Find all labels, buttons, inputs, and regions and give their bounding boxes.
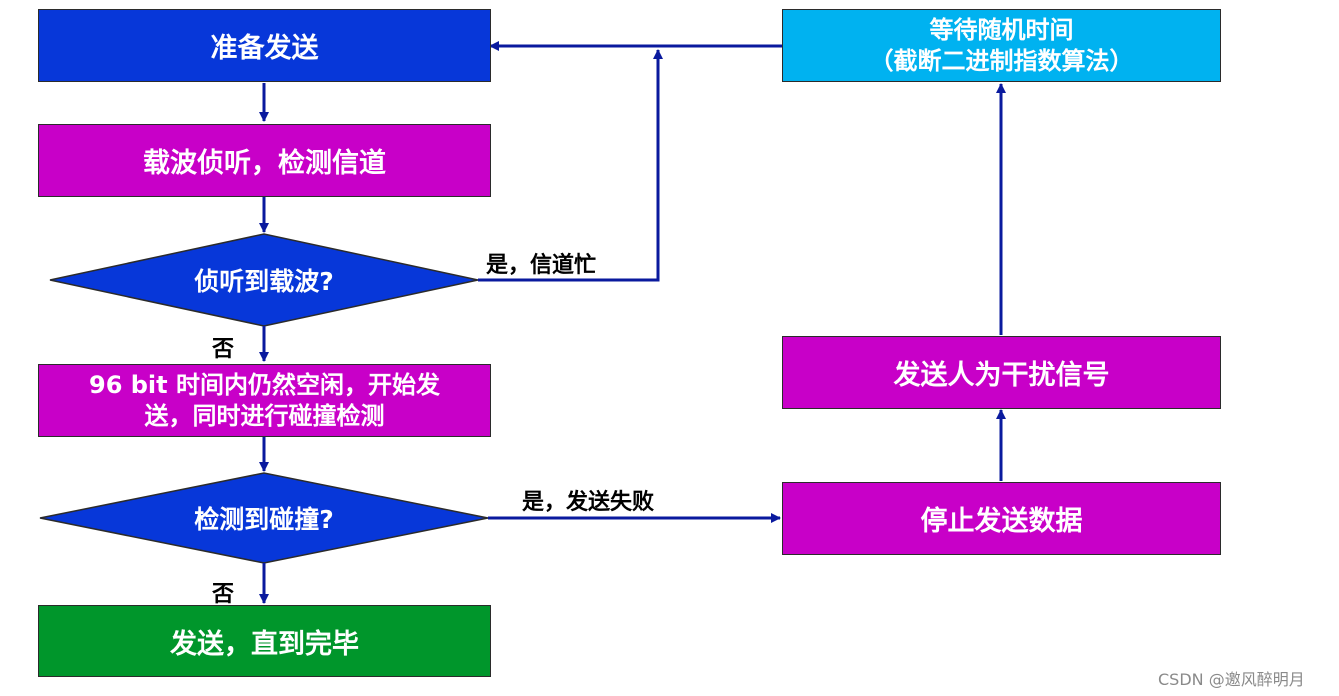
edge-label-busy: 是，信道忙 <box>486 253 597 278</box>
collision-detected-text: 检测到碰撞? <box>130 496 398 540</box>
carrier-sense-box: 载波侦听，检测信道 <box>38 124 491 197</box>
watermark-text: CSDN @邀风醉明月 <box>1158 670 1305 689</box>
edge-label-no-2: 否 <box>212 582 235 607</box>
idle-96bit-line-1: 96 bit 时间内仍然空闲，开始发 <box>89 370 440 399</box>
carrier-detected-text: 侦听到载波? <box>130 258 398 302</box>
jam-signal-label: 发送人为干扰信号 <box>893 360 1110 391</box>
prepare-send-box: 准备发送 <box>38 9 491 82</box>
send-until-done-box: 发送，直到完毕 <box>38 605 491 677</box>
stop-send-label: 停止发送数据 <box>920 506 1083 537</box>
carrier-detected-label: 侦听到载波? <box>194 267 334 296</box>
wait-random-line-2: （截断二进制指数算法） <box>869 46 1134 75</box>
jam-signal-box: 发送人为干扰信号 <box>782 336 1221 409</box>
carrier-sense-label: 载波侦听，检测信道 <box>143 148 386 179</box>
wait-random-box: 等待随机时间 （截断二进制指数算法） <box>782 9 1221 82</box>
wait-random-line-1: 等待随机时间 <box>929 15 1074 44</box>
send-until-done-label: 发送，直到完毕 <box>170 628 359 660</box>
stop-send-box: 停止发送数据 <box>782 482 1221 555</box>
edge-label-no-1: 否 <box>212 337 235 362</box>
idle-96bit-box: 96 bit 时间内仍然空闲，开始发 送，同时进行碰撞检测 <box>38 364 491 437</box>
collision-detected-label: 检测到碰撞? <box>194 505 334 534</box>
prepare-send-label: 准备发送 <box>210 33 319 64</box>
idle-96bit-line-2: 送，同时进行碰撞检测 <box>144 401 385 430</box>
arrow-busy-loop <box>478 49 663 282</box>
edge-label-fail: 是，发送失败 <box>522 490 655 515</box>
